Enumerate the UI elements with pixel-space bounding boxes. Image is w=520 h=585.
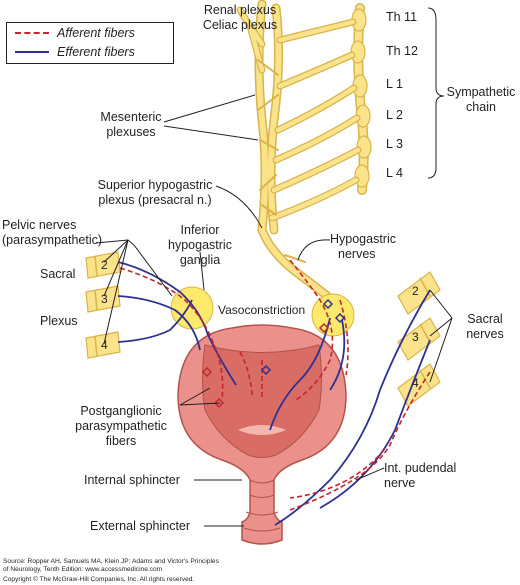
label-plexuses: plexuses bbox=[106, 125, 156, 139]
afferent-fibers bbox=[119, 259, 431, 511]
label-pudendal-nerve: nerve bbox=[384, 476, 416, 490]
source-line-2: of Neurology, Tenth Edition: www.accessm… bbox=[3, 566, 163, 573]
label-parasympathetic: (parasympathetic) bbox=[2, 233, 103, 247]
left-nerve-2: 2 bbox=[101, 258, 108, 272]
label-int-pudendal: Int. pudendal bbox=[384, 461, 457, 475]
label-inferior: Inferior bbox=[180, 223, 220, 237]
label-pelvic-nerves: Pelvic nerves bbox=[2, 218, 77, 232]
left-nerve-3: 3 bbox=[101, 292, 108, 306]
label-external-sphincter: External sphincter bbox=[90, 519, 191, 533]
label-hypogastric: hypogastric bbox=[168, 238, 232, 252]
label-plexus: Plexus bbox=[40, 314, 78, 328]
label-presacral: plexus (presacral n.) bbox=[98, 193, 212, 207]
legend-efferent: Efferent fibers bbox=[15, 44, 135, 60]
label-vasoconstriction: Vasoconstriction bbox=[218, 303, 306, 317]
right-nerve-2: 2 bbox=[412, 284, 419, 298]
afferent-swatch bbox=[15, 32, 49, 34]
efferent-fibers bbox=[117, 261, 431, 526]
source-copyright: Copyright © The McGraw-Hill Companies, I… bbox=[3, 576, 195, 583]
leader-lines bbox=[95, 7, 453, 527]
legend-afferent-label: Afferent fibers bbox=[57, 26, 135, 40]
level-th11: Th 11 bbox=[386, 10, 418, 24]
label-postganglionic: Postganglionic bbox=[80, 404, 162, 418]
label-sympathetic: Sympathetic bbox=[446, 85, 516, 99]
label-ganglia: ganglia bbox=[179, 253, 221, 267]
label-sacral-right: Sacral bbox=[467, 312, 503, 326]
level-l2: L 2 bbox=[386, 108, 403, 122]
label-celiac-plexus: Celiac plexus bbox=[202, 18, 278, 32]
legend-efferent-label: Efferent fibers bbox=[57, 45, 135, 59]
source-line-1: Source: Ropper AH, Samuels MA, Klein JP:… bbox=[3, 558, 219, 565]
label-nerves-right: nerves bbox=[466, 327, 504, 341]
label-parasympathetic-fibers: parasympathetic bbox=[75, 419, 167, 433]
right-nerve-3: 3 bbox=[412, 330, 419, 344]
fiber-terminal-markers bbox=[201, 298, 346, 409]
legend: Afferent fibers Efferent fibers bbox=[6, 22, 174, 64]
bladder bbox=[177, 324, 347, 545]
left-sacral-nerve-stubs bbox=[85, 251, 121, 359]
level-l4: L 4 bbox=[386, 166, 403, 180]
label-mesenteric: Mesenteric bbox=[100, 110, 162, 124]
left-nerve-4: 4 bbox=[101, 338, 108, 352]
label-fibers: fibers bbox=[105, 434, 137, 448]
label-internal-sphincter: Internal sphincter bbox=[84, 473, 180, 487]
level-th12: Th 12 bbox=[386, 44, 418, 58]
label-nerves: nerves bbox=[338, 247, 376, 261]
efferent-swatch bbox=[15, 51, 49, 53]
level-l3: L 3 bbox=[386, 137, 403, 151]
label-renal-plexus: Renal plexus bbox=[203, 3, 277, 17]
sympathetic-chain-trunk bbox=[350, 3, 372, 195]
plexus-column bbox=[236, 0, 362, 305]
label-sacral: Sacral bbox=[40, 267, 76, 281]
label-chain: chain bbox=[466, 100, 496, 114]
label-hypogastric-nerves: Hypogastric bbox=[330, 232, 396, 246]
legend-afferent: Afferent fibers bbox=[15, 25, 135, 41]
right-nerve-4: 4 bbox=[412, 376, 419, 390]
right-sacral-nerve-stubs bbox=[397, 271, 441, 407]
level-l1: L 1 bbox=[386, 77, 403, 91]
label-superior-hypogastric: Superior hypogastric bbox=[97, 178, 213, 192]
